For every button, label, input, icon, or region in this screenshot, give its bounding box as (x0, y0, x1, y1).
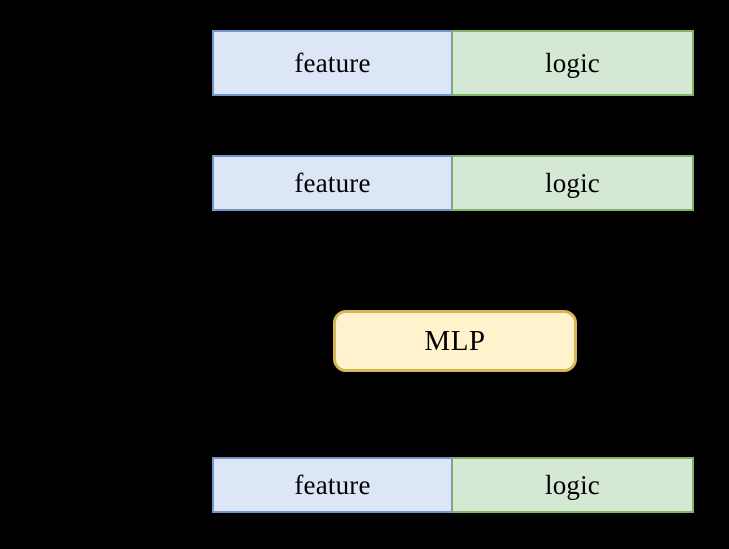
feature-logic-bar-row-3: feature logic (212, 457, 694, 513)
logic-segment-row-1: logic (452, 30, 694, 96)
logic-segment-row-2: logic (452, 155, 694, 211)
feature-segment-row-3: feature (212, 457, 452, 513)
feature-segment-row-1: feature (212, 30, 452, 96)
feature-segment-row-2: feature (212, 155, 452, 211)
mlp-box: MLP (333, 310, 577, 372)
mlp-label: MLP (424, 324, 486, 357)
feature-logic-bar-row-2: feature logic (212, 155, 694, 211)
feature-logic-bar-row-1: feature logic (212, 30, 694, 96)
logic-segment-row-3: logic (452, 457, 694, 513)
